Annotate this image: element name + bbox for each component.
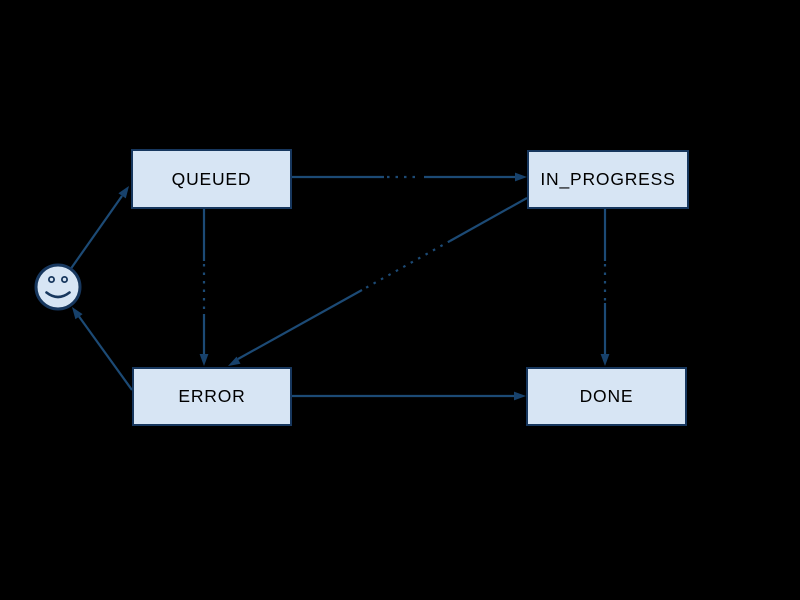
edge-in-progress-to-done [600,208,610,366]
state-node-error: ERROR [132,367,292,426]
arrowhead [600,354,610,366]
arrowhead [228,356,241,366]
smiley-left-eye [48,275,56,283]
state-label-in-progress: IN_PROGRESS [540,169,676,189]
state-label-error: ERROR [178,386,246,406]
state-label-done: DONE [579,386,634,406]
state-label-queued: QUEUED [171,168,252,189]
state-node-in-progress: IN_PROGRESS [527,150,689,209]
edge-in-progress-to-error [228,197,528,366]
edge-queued-to-in-progress [292,172,527,182]
smiley-start-icon [34,263,82,311]
edge-start-to-queued [70,186,129,270]
arrowhead [199,354,209,366]
arrowhead [72,307,83,320]
arrowhead [515,172,527,182]
smiley-right-eye [61,275,69,283]
edge-error-to-done [292,391,526,401]
state-node-queued: QUEUED [131,149,292,209]
edge-error-to-start [72,307,133,391]
state-node-done: DONE [526,367,687,426]
arrowhead [514,391,526,401]
edge-queued-to-error [199,208,209,366]
arrowhead [118,186,129,199]
smiley-mouth [45,291,71,299]
